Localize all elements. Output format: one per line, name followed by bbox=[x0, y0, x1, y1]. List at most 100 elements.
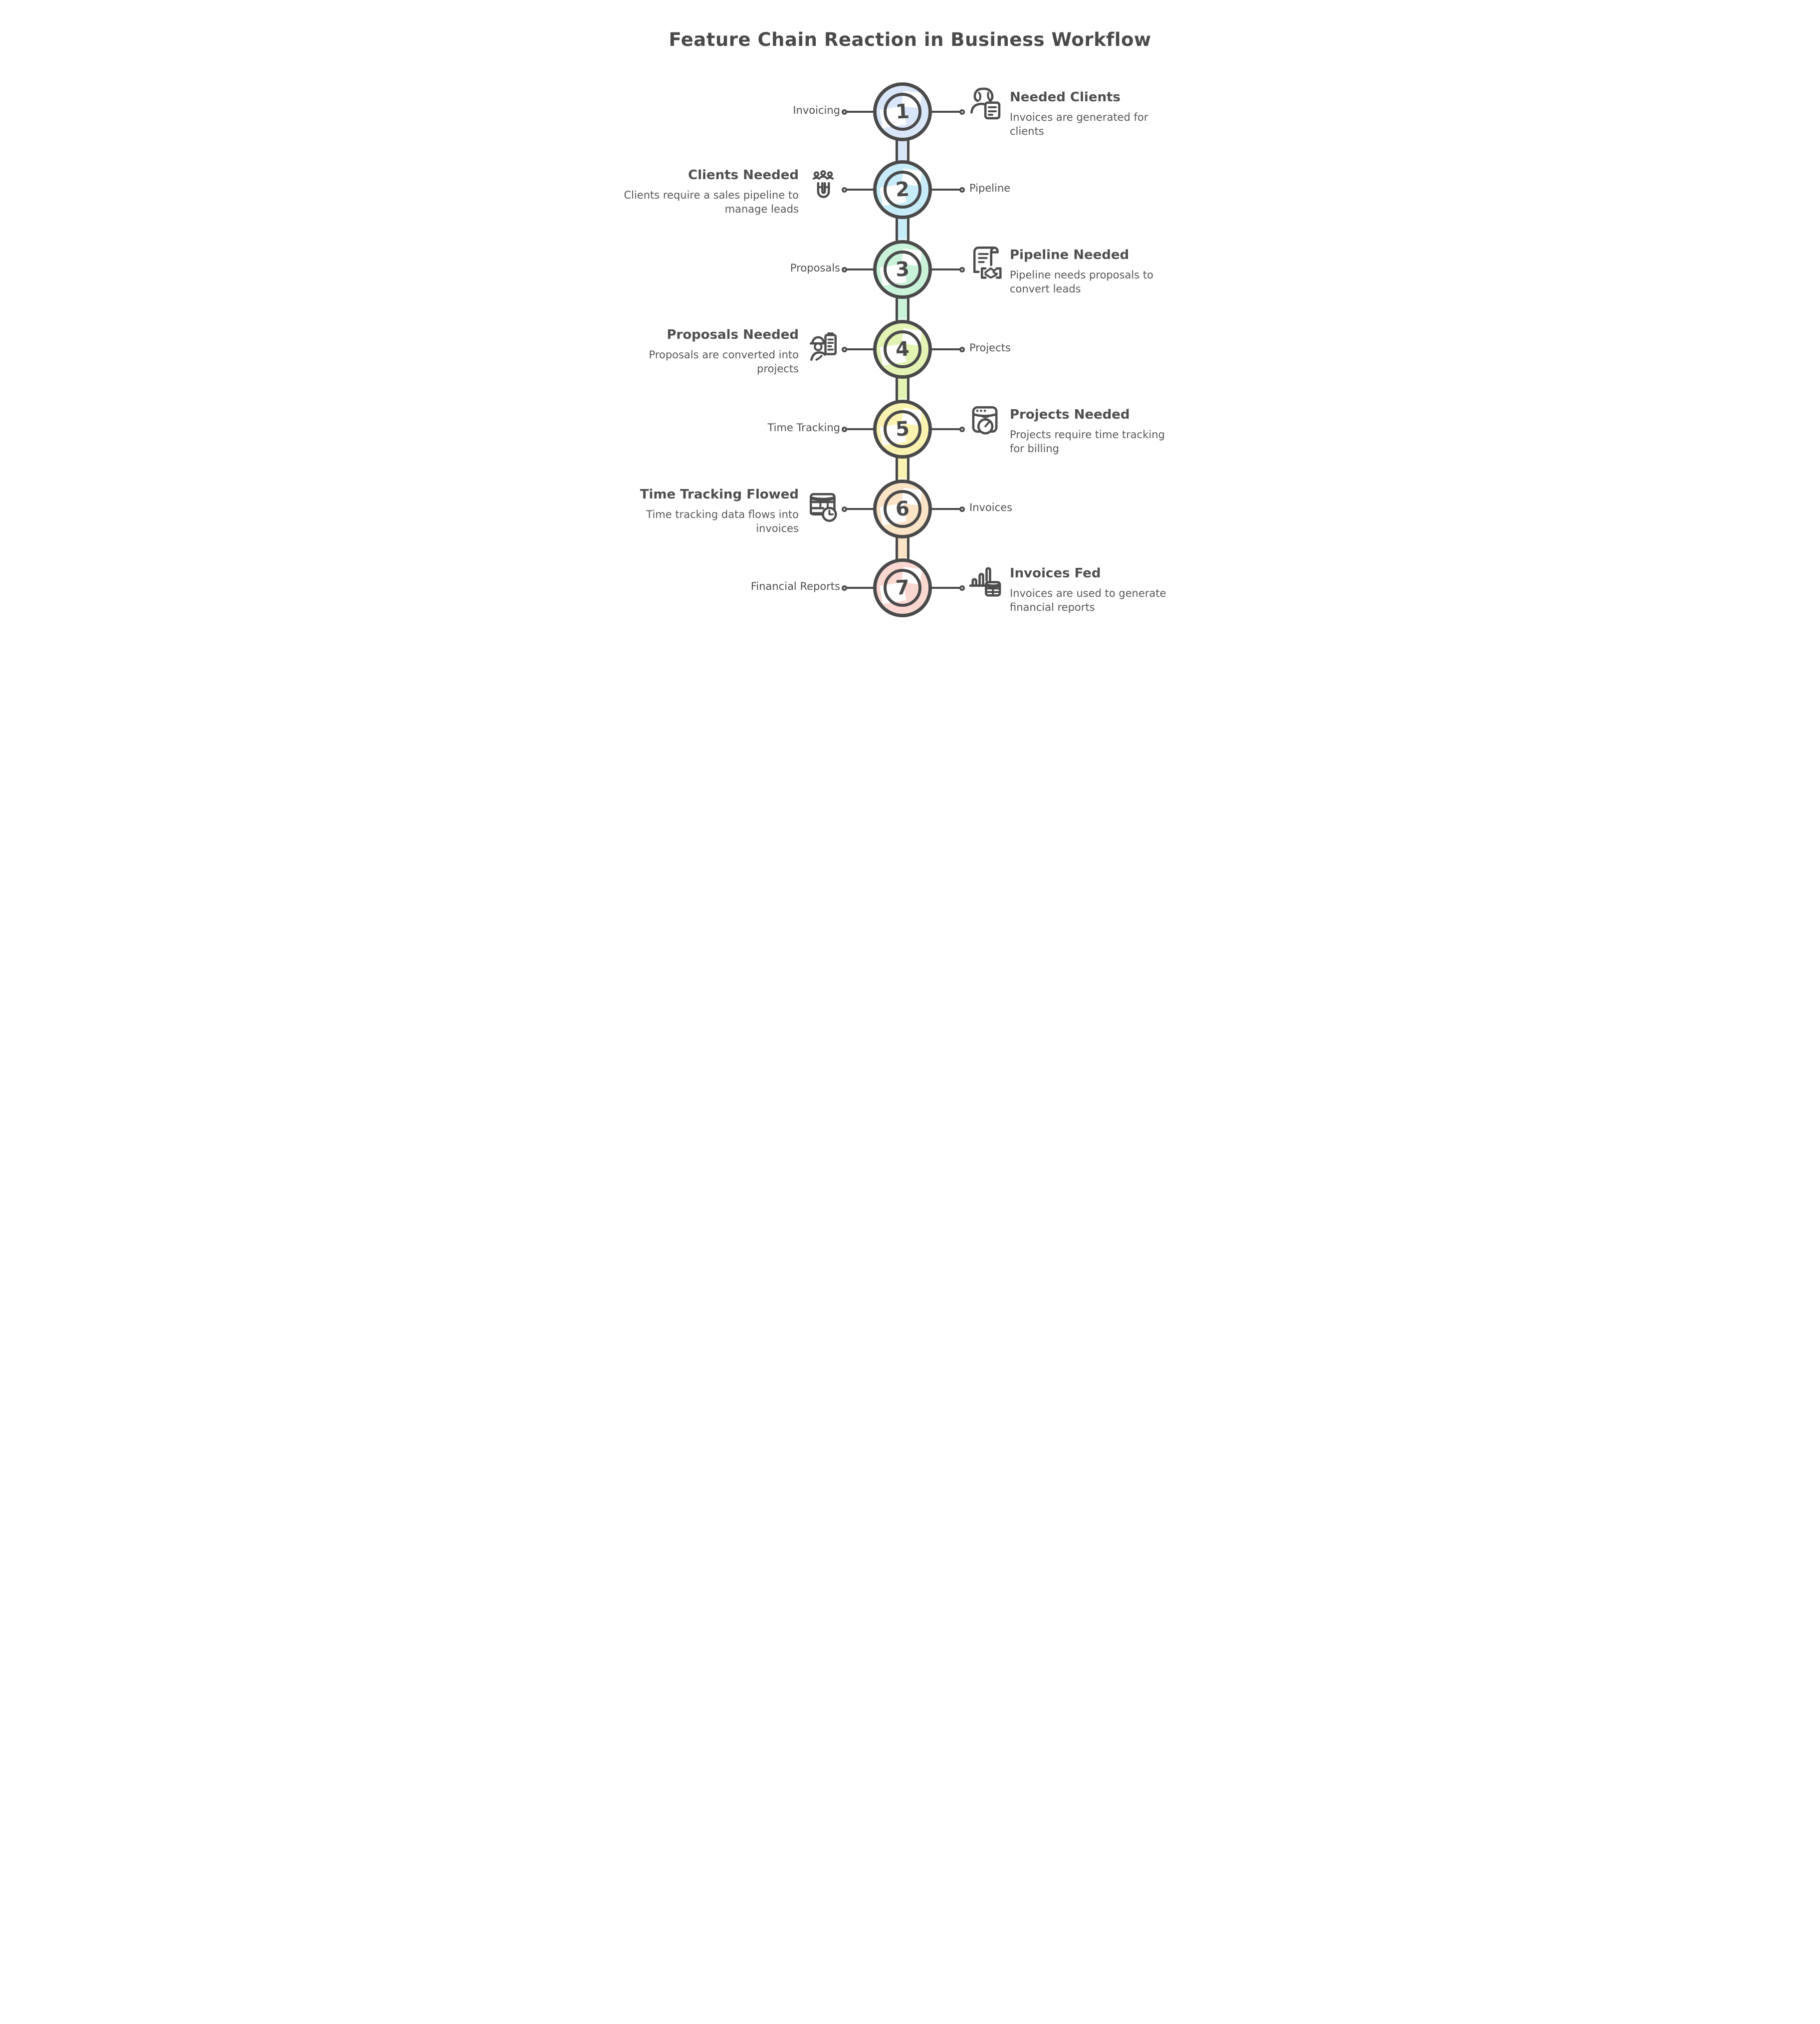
card-description: Invoices are generated for clients bbox=[1010, 111, 1148, 138]
inner-ring bbox=[884, 330, 921, 368]
step-number: 3 bbox=[895, 257, 910, 281]
step-card: Needed Clients Invoices are generated fo… bbox=[966, 87, 1182, 139]
project-worker-icon bbox=[805, 328, 841, 365]
card-description: Pipeline needs proposals to convert lead… bbox=[1010, 269, 1153, 295]
workflow-diagram: Feature Chain Reaction in Business Workf… bbox=[607, 0, 1213, 675]
inner-ring bbox=[884, 251, 921, 288]
card-description: Projects require time tracking for billi… bbox=[1010, 429, 1165, 455]
step-number: 6 bbox=[895, 497, 910, 521]
connector-dot-right bbox=[959, 187, 965, 193]
side-label: Financial Reports bbox=[750, 580, 840, 592]
connector-line-left bbox=[846, 111, 876, 113]
time-tracking-icon bbox=[966, 403, 1003, 440]
card-title: Clients Needed bbox=[688, 168, 799, 183]
step-3: 3 Proposals Pipeline Needed Pipe bbox=[607, 0, 1213, 675]
watercolor-blob bbox=[873, 480, 932, 538]
timesheet-clock-icon bbox=[805, 488, 841, 525]
step-card: Clients Needed Clients require a sales p… bbox=[614, 168, 841, 217]
side-label: Pipeline bbox=[969, 182, 1011, 194]
connector-dot-left bbox=[842, 346, 847, 352]
inner-ring bbox=[884, 93, 921, 131]
card-title: Time Tracking Flowed bbox=[640, 487, 799, 502]
step-number: 2 bbox=[895, 178, 910, 202]
watercolor-blob bbox=[873, 558, 932, 617]
step-number: 5 bbox=[895, 417, 910, 441]
page-title: Feature Chain Reaction in Business Workf… bbox=[669, 29, 1151, 50]
step-card: Projects Needed Projects require time tr… bbox=[966, 406, 1182, 456]
card-description: Proposals are converted into projects bbox=[649, 349, 799, 375]
side-label: Invoices bbox=[969, 502, 1013, 513]
step-4: 4 Projects Proposals Needed Proposals ar… bbox=[607, 0, 1213, 675]
step-5: 5 Time Tracking Projects Needed Projects… bbox=[607, 0, 1213, 675]
card-description: Invoices are used to generate financial … bbox=[1010, 587, 1166, 614]
proposal-handshake-icon bbox=[966, 243, 1003, 280]
card-title: Needed Clients bbox=[1010, 90, 1121, 105]
connector-dot-right bbox=[959, 585, 965, 591]
step-node: 6 bbox=[873, 480, 932, 538]
card-title: Invoices Fed bbox=[1010, 566, 1101, 581]
inner-ring bbox=[884, 569, 921, 607]
card-title: Projects Needed bbox=[1010, 407, 1130, 422]
watercolor-blob bbox=[873, 240, 932, 299]
card-title: Proposals Needed bbox=[667, 327, 799, 342]
connector-dot-left bbox=[842, 426, 847, 432]
step-number: 4 bbox=[895, 337, 910, 361]
card-description: Time tracking data flows into invoices bbox=[646, 508, 799, 535]
connector-dot-left bbox=[842, 109, 847, 115]
step-number: 1 bbox=[895, 100, 910, 124]
step-node: 4 bbox=[873, 320, 932, 379]
step-node: 2 bbox=[873, 160, 932, 219]
step-number: 7 bbox=[895, 576, 910, 600]
connector-line-right bbox=[929, 111, 962, 113]
connector-line-right bbox=[929, 189, 962, 191]
step-card: Time Tracking Flowed Time tracking data … bbox=[614, 487, 841, 536]
connector-dot-right bbox=[959, 346, 965, 352]
connector-line-right bbox=[929, 348, 962, 350]
chain-link bbox=[896, 137, 910, 166]
watercolor-blob bbox=[877, 86, 928, 138]
chain-link bbox=[896, 374, 910, 403]
step-node: 5 bbox=[873, 400, 932, 459]
connector-line-right bbox=[929, 508, 962, 510]
inner-ring bbox=[884, 410, 921, 448]
connector-line-left bbox=[846, 587, 876, 589]
connector-dot-left bbox=[842, 506, 847, 512]
connector-dot-right bbox=[959, 426, 965, 432]
chain-link bbox=[896, 215, 910, 244]
connector-dot-left bbox=[842, 187, 847, 193]
card-title: Pipeline Needed bbox=[1010, 248, 1130, 262]
connector-line-right bbox=[929, 428, 962, 430]
connector-dot-left bbox=[842, 585, 847, 591]
connector-line-left bbox=[846, 268, 876, 270]
step-card: Proposals Needed Proposals are converted… bbox=[614, 327, 841, 376]
side-label: Time Tracking bbox=[767, 422, 841, 434]
chain-link bbox=[896, 534, 910, 563]
step-1: 1 Invoicing Needed Clients Invoices are … bbox=[607, 0, 1213, 675]
financial-report-icon bbox=[966, 561, 1003, 598]
lead-magnet-icon bbox=[805, 169, 841, 206]
connector-line-left bbox=[846, 348, 876, 350]
step-node: 1 bbox=[873, 82, 932, 141]
card-description: Clients require a sales pipeline to mana… bbox=[624, 189, 799, 216]
client-invoice-icon bbox=[966, 85, 1003, 122]
side-label: Projects bbox=[969, 342, 1011, 354]
step-node: 3 bbox=[873, 240, 932, 299]
connector-line-right bbox=[929, 268, 962, 270]
connector-dot-left bbox=[842, 266, 847, 272]
chain-link bbox=[896, 294, 910, 323]
chain-link bbox=[896, 454, 910, 483]
step-card: Invoices Fed Invoices are used to genera… bbox=[966, 566, 1182, 615]
connector-dot-right bbox=[959, 109, 965, 115]
connector-line-right bbox=[929, 587, 962, 589]
connector-dot-right bbox=[959, 506, 965, 512]
connector-line-left bbox=[846, 428, 876, 430]
connector-line-left bbox=[846, 508, 876, 510]
step-7: 7 Financial Reports Invoices Fed Invoice… bbox=[607, 0, 1213, 675]
inner-ring bbox=[884, 490, 921, 528]
watercolor-blob bbox=[873, 160, 932, 219]
connector-dot-right bbox=[959, 266, 965, 272]
step-card: Pipeline Needed Pipeline needs proposals… bbox=[966, 246, 1182, 296]
connector-line-left bbox=[846, 189, 876, 191]
inner-ring bbox=[884, 171, 921, 209]
step-node: 7 bbox=[873, 558, 932, 617]
